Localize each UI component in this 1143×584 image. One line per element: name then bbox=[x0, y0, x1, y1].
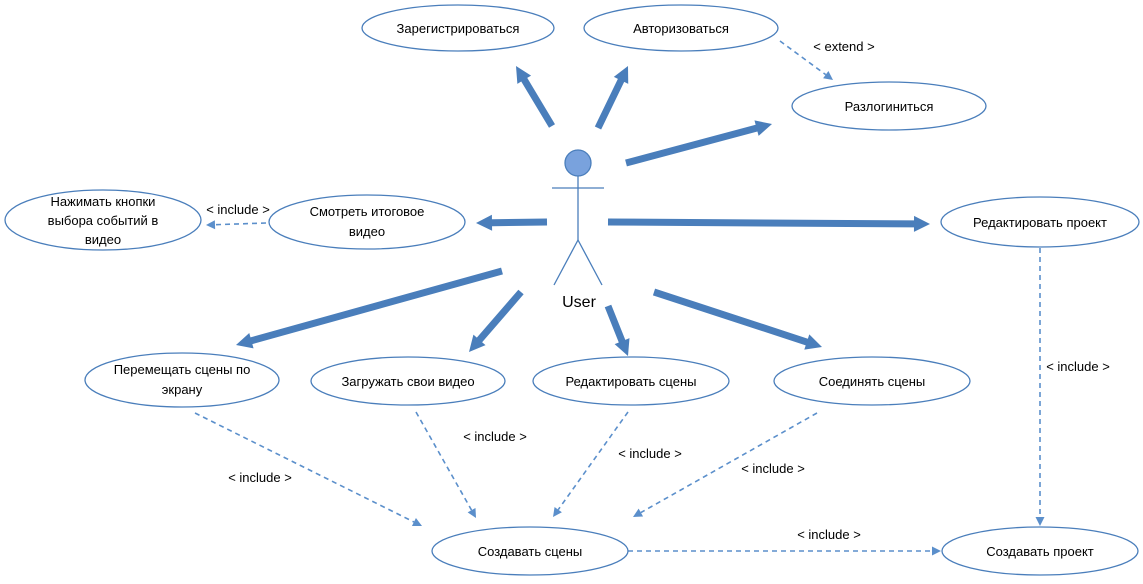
use-case-press-buttons[interactable]: Нажимать кнопки выбора событий в видео bbox=[4, 189, 202, 251]
actor-head bbox=[564, 149, 592, 177]
use-case-label: Зарегистрироваться bbox=[397, 21, 520, 36]
association-arrow-edit-scenes bbox=[604, 304, 630, 356]
association-arrow-watch-video bbox=[476, 214, 548, 231]
use-case-watch-video[interactable]: Смотреть итоговое видео bbox=[268, 194, 466, 250]
include-arrow-create-project bbox=[1035, 248, 1045, 526]
association-arrow-edit-project bbox=[607, 215, 930, 232]
extend-arrow-logout bbox=[779, 40, 833, 80]
use-case-edit-project[interactable]: Редактировать проект bbox=[940, 196, 1140, 248]
use-case-label: Соединять сцены bbox=[819, 374, 926, 389]
include-label: < include > bbox=[1046, 359, 1110, 374]
include-label: < include > bbox=[228, 470, 292, 485]
include-arrow-create-scenes-project bbox=[628, 546, 941, 556]
include-arrow-join-scenes bbox=[633, 412, 818, 517]
use-case-authorize[interactable]: Авторизоваться bbox=[583, 4, 779, 52]
use-case-label: видео bbox=[85, 232, 121, 247]
actor-label: User bbox=[562, 294, 596, 311]
use-case-label: Создавать проект bbox=[986, 544, 1094, 559]
use-case-create-project[interactable]: Создавать проект bbox=[941, 526, 1139, 576]
include-arrow-move-scenes bbox=[194, 412, 422, 527]
include-arrow-edit-scenes bbox=[553, 411, 629, 517]
use-case-label: Разлогиниться bbox=[845, 99, 934, 114]
association-arrow-authorize bbox=[594, 66, 629, 130]
use-case-label: Создавать сцены bbox=[478, 544, 583, 559]
actor-right-leg bbox=[577, 239, 603, 286]
actor-user[interactable]: User bbox=[552, 149, 604, 311]
use-case-label: видео bbox=[349, 224, 385, 239]
use-case-create-scenes[interactable]: Создавать сцены bbox=[431, 526, 629, 576]
association-arrow-join-scenes bbox=[652, 288, 822, 350]
include-label: < include > bbox=[741, 461, 805, 476]
use-case-join-scenes[interactable]: Соединять сцены bbox=[773, 356, 971, 406]
association-arrow-move-scenes bbox=[236, 267, 503, 349]
use-case-edit-scenes[interactable]: Редактировать сцены bbox=[532, 356, 730, 406]
association-arrows bbox=[236, 66, 930, 356]
use-case-label: экрану bbox=[162, 382, 203, 397]
association-arrow-upload-videos bbox=[469, 289, 524, 352]
include-label: < include > bbox=[618, 446, 682, 461]
use-case-label: Смотреть итоговое bbox=[310, 204, 425, 219]
use-case-label: Редактировать сцены bbox=[566, 374, 697, 389]
use-case-label: Перемещать сцены по bbox=[114, 362, 251, 377]
use-case-register[interactable]: Зарегистрироваться bbox=[361, 4, 555, 52]
use-case-label: Нажимать кнопки bbox=[51, 194, 156, 209]
use-case-label: Загружать свои видео bbox=[341, 374, 474, 389]
use-case-upload-videos[interactable]: Загружать свои видео bbox=[310, 356, 506, 406]
include-arrow-upload-videos bbox=[415, 411, 476, 518]
dependency-arrows bbox=[194, 40, 1045, 556]
include-label: < include > bbox=[463, 429, 527, 444]
use-case-logout[interactable]: Разлогиниться bbox=[791, 81, 987, 131]
actor-left-leg bbox=[553, 239, 579, 286]
include-label: < include > bbox=[797, 527, 861, 542]
use-case-label: Редактировать проект bbox=[973, 215, 1107, 230]
use-case-move-scenes[interactable]: Перемещать сцены по экрану bbox=[84, 352, 280, 408]
include-label: < include > bbox=[206, 202, 270, 217]
include-arrow-press-buttons bbox=[206, 220, 267, 230]
association-arrow-logout bbox=[625, 120, 772, 167]
association-arrow-register bbox=[516, 66, 556, 128]
extend-label: < extend > bbox=[813, 39, 874, 54]
use-case-label: выбора событий в bbox=[48, 213, 159, 228]
use-case-label: Авторизоваться bbox=[633, 21, 729, 36]
